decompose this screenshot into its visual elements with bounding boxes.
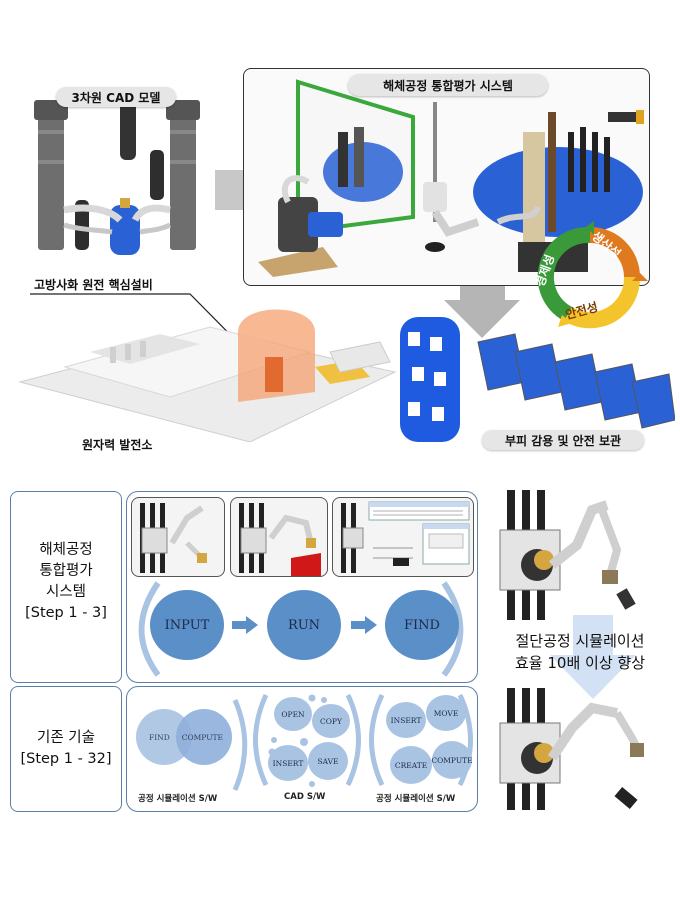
sw-label-process-2: 공정 시뮬레이션 S/W [376,794,456,804]
step-thumbnail-3 [332,497,474,577]
cad-op-copy: COPY [312,704,350,738]
cycle-diagram [537,221,648,329]
power-plant-label: 원자력 발전소 [82,438,153,452]
process-op-compute: COMPUTE [431,741,473,779]
process-op-insert: INSERT [386,702,426,738]
power-plant-illustration [18,309,397,442]
cad-op-insert: INSERT [268,745,308,781]
software-thumbnail [341,501,470,573]
cad-op-save: SAVE [308,742,348,780]
step-thumbnail-2 [230,497,328,577]
step-arrow-1 [232,616,258,634]
step-find-circle: FIND [385,590,459,660]
result-down-arrow [550,615,636,699]
robot-thumbnail-1 [140,503,207,573]
existing-tech-label: 기존 기술 [Step 1 - 32] [10,728,122,770]
step-arcs [138,581,464,677]
reactor-cad-illustration [34,100,200,255]
process-op-create: CREATE [390,746,432,784]
process-op-move: MOVE [426,695,466,731]
step-arrow-2 [351,616,377,634]
cad-model-label: 3차원 CAD 모델 [56,87,176,107]
core-equipment-label: 고방사화 원전 핵심설비 [34,278,153,292]
new-system-label-box [10,491,122,683]
robot-thumbnail-2 [239,503,321,576]
integrated-system-label: 해체공정 통합평가 시스템 [348,74,548,96]
result-text-line1: 절단공정 시뮬레이션 [515,632,645,650]
waste-containers-illustration [400,317,675,442]
step-thumbnail-1 [131,497,225,577]
venn-arc [232,699,248,791]
new-system-label-line4: [Step 1 - 3] [25,605,107,621]
sw-label-process-1: 공정 시뮬레이션 S/W [138,794,218,804]
volume-reduction-label: 부피 감용 및 안전 보관 [482,430,644,450]
result-text: 절단공정 시뮬레이션 효율 10배 이상 향상 [480,630,680,674]
integrated-system-illustration [258,79,644,277]
existing-tech-label-box [10,686,122,812]
new-system-label-line3: 시스템 [45,584,87,600]
cutting-robot-bottom [499,688,644,810]
existing-tech-label-line1: 기존 기술 [37,730,95,746]
venn-circle-compute: COMPUTE [176,709,232,765]
cad-op-open: OPEN [274,697,312,731]
cutting-robot-top [499,490,636,620]
result-text-line2: 효율 10배 이상 향상 [515,654,645,672]
new-system-label: 해체공정 통합평가 시스템 [Step 1 - 3] [10,540,122,624]
step-run-circle: RUN [267,590,341,660]
step-input-circle: INPUT [150,590,224,660]
new-system-label-line1: 해체공정 [39,542,93,558]
existing-tech-label-line2: [Step 1 - 32] [20,751,112,767]
sw-label-cad: CAD S/W [284,792,326,802]
new-system-label-line2: 통합평가 [39,563,93,579]
